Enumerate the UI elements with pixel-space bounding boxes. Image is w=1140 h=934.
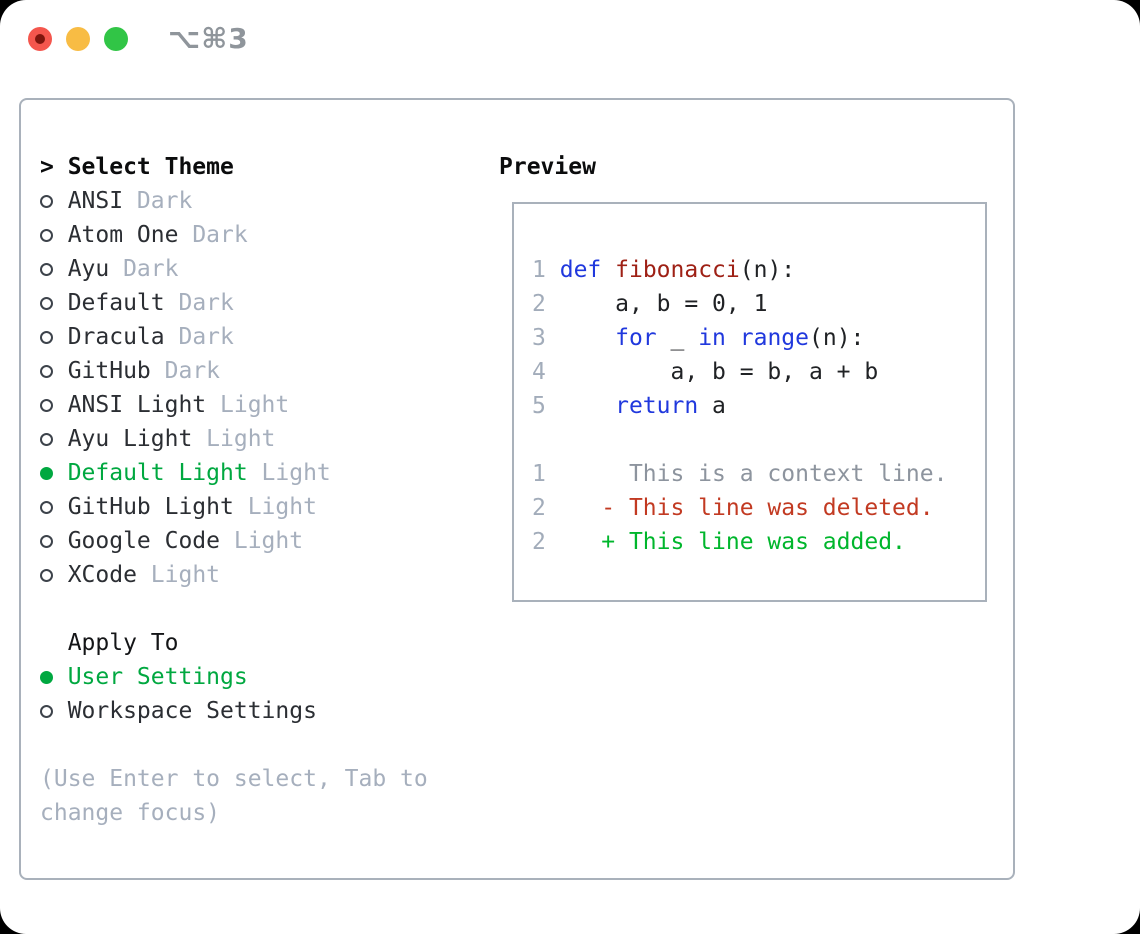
radio-unselected-icon — [40, 398, 53, 412]
apply-option-user-settings[interactable]: User Settings — [40, 660, 438, 694]
theme-option-google-code[interactable]: Google Code Light — [40, 524, 438, 558]
diff-deleted-line: 2 - This line was deleted. — [532, 495, 934, 521]
radio-selected-icon — [40, 466, 53, 480]
radio-unselected-icon — [40, 568, 53, 582]
radio-unselected-icon — [40, 500, 53, 514]
code-line: 5 return a — [532, 393, 726, 419]
theme-option-github-dark[interactable]: GitHub Dark — [40, 354, 438, 388]
spacer — [40, 728, 438, 762]
theme-option-atom-one-dark[interactable]: Atom One Dark — [40, 218, 438, 252]
theme-option-default-dark[interactable]: Default Dark — [40, 286, 438, 320]
maximize-button[interactable] — [104, 27, 128, 51]
preview-box: 1 def fibonacci(n): 2 a, b = 0, 1 3 for … — [512, 202, 987, 602]
diff-added-line: 2 + This line was added. — [532, 529, 906, 555]
code-line: 4 a, b = b, a + b — [532, 359, 879, 385]
radio-unselected-icon — [40, 534, 53, 548]
theme-option-ansi-light[interactable]: ANSI Light Light — [40, 388, 438, 422]
help-text: (Use Enter to select, Tab to change focu… — [40, 766, 428, 826]
radio-unselected-icon — [40, 704, 53, 718]
code-line: 1 def fibonacci(n): — [532, 257, 796, 283]
theme-panel: > Select Theme ANSI Dark Atom One Dark A… — [40, 150, 438, 830]
prompt-icon: > — [40, 154, 54, 180]
theme-option-ayu-light[interactable]: Ayu Light Light — [40, 422, 438, 456]
theme-settings-window: > Select Theme ANSI Dark Atom One Dark A… — [19, 98, 1015, 880]
code-line: 3 for _ in range(n): — [532, 325, 865, 351]
keyboard-shortcut-label: ⌥⌘3 — [168, 22, 249, 55]
close-button[interactable] — [28, 27, 52, 51]
radio-unselected-icon — [40, 330, 53, 344]
preview-header: Preview — [499, 154, 596, 180]
radio-unselected-icon — [40, 296, 53, 310]
theme-option-github-light[interactable]: GitHub Light Light — [40, 490, 438, 524]
minimize-button[interactable] — [66, 27, 90, 51]
spacer — [40, 592, 438, 626]
radio-unselected-icon — [40, 262, 53, 276]
panel-title: Select Theme — [67, 154, 234, 180]
code-line-blank — [532, 423, 977, 457]
code-line: 2 a, b = 0, 1 — [532, 291, 768, 317]
select-theme-header: > Select Theme — [40, 150, 438, 184]
radio-unselected-icon — [40, 194, 53, 208]
theme-option-xcode[interactable]: XCode Light — [40, 558, 438, 592]
theme-option-dracula-dark[interactable]: Dracula Dark — [40, 320, 438, 354]
radio-unselected-icon — [40, 228, 53, 242]
radio-unselected-icon — [40, 364, 53, 378]
focus-dot-icon — [35, 34, 45, 44]
theme-option-default-light[interactable]: Default Light Light — [40, 456, 438, 490]
apply-to-header: Apply To — [67, 630, 179, 656]
titlebar: ⌥⌘3 — [0, 0, 1140, 78]
theme-option-ansi-dark[interactable]: ANSI Dark — [40, 184, 438, 218]
apply-option-workspace-settings[interactable]: Workspace Settings — [40, 694, 438, 728]
radio-selected-icon — [40, 670, 53, 684]
theme-option-ayu-dark[interactable]: Ayu Dark — [40, 252, 438, 286]
radio-unselected-icon — [40, 432, 53, 446]
diff-context-line: 1 This is a context line. — [532, 461, 948, 487]
